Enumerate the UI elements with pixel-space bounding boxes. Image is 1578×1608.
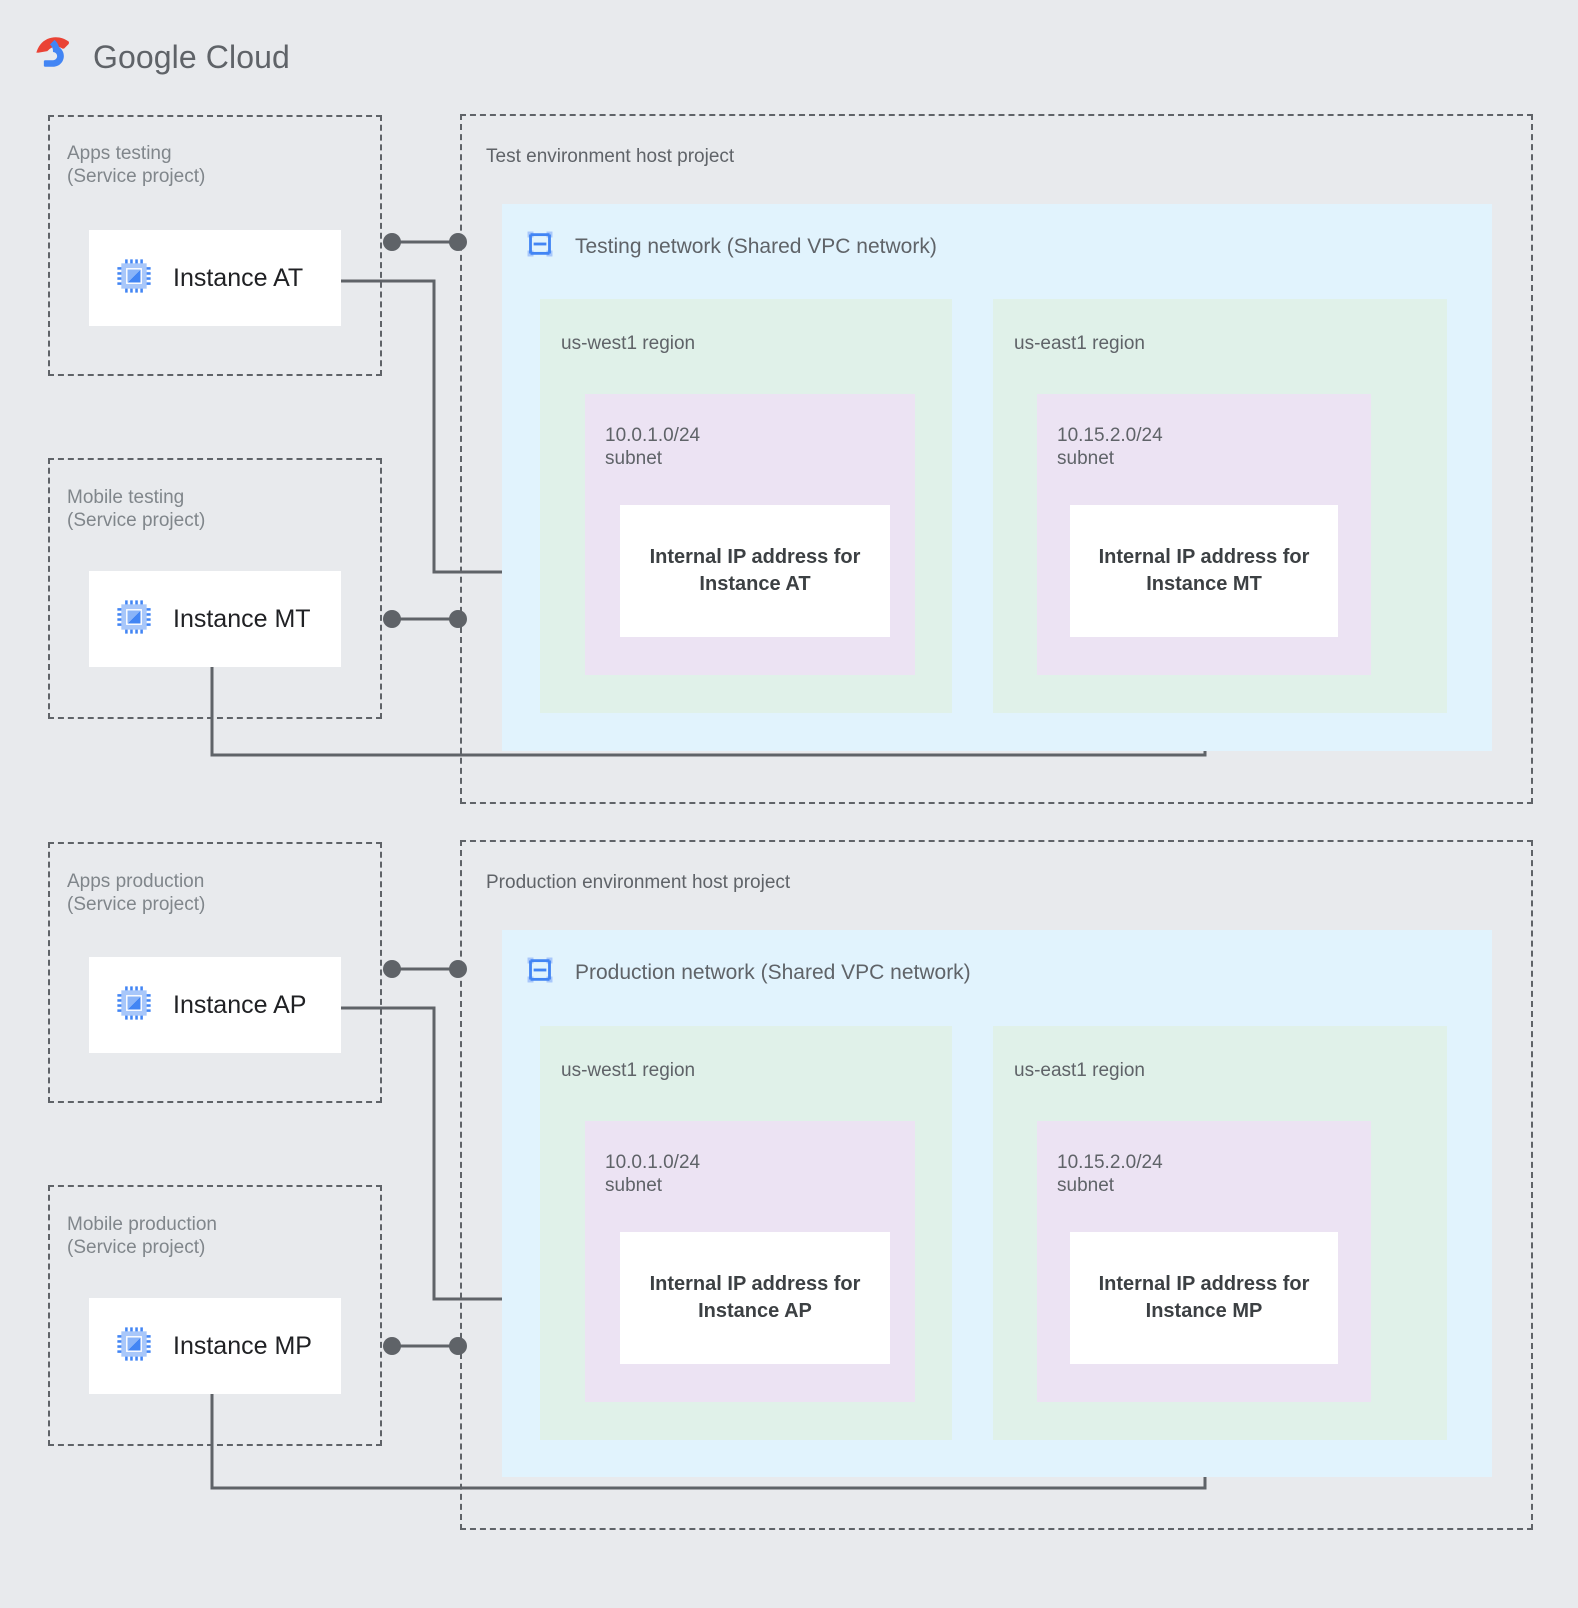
service-project-mobile-production-label: Mobile production (Service project) [67, 1214, 217, 1258]
host-project-test-label: Test environment host project [486, 146, 735, 167]
service-project-mobile-production[interactable] [48, 1185, 382, 1446]
ip-card-instance-ap-text: Internal IP address for Instance AP [649, 1273, 861, 1322]
link-dot-apps-testing-left [383, 233, 401, 251]
compute-instance-icon [115, 598, 153, 641]
vpc-network-icon [523, 227, 557, 266]
host-project-production-label: Production environment host project [486, 872, 791, 893]
compute-instance-icon [115, 257, 153, 300]
google-cloud-logo-icon [33, 36, 79, 79]
subnet-test-us-east1-label: 10.15.2.0/24 subnet [1057, 425, 1163, 469]
region-production-us-east1-label: us-east1 region [1014, 1060, 1145, 1081]
compute-instance-icon [115, 984, 153, 1027]
link-dot-mobile-production-left [383, 1337, 401, 1355]
instance-label-mt: Instance MT [173, 604, 311, 633]
google-cloud-logo-text: Google Cloud [93, 39, 290, 76]
host-project-production[interactable] [460, 840, 1533, 1530]
service-project-apps-testing-label: Apps testing (Service project) [67, 143, 206, 187]
vpc-network-production-header: Production network (Shared VPC network) [523, 953, 971, 992]
vpc-network-icon [523, 953, 557, 992]
service-project-mobile-testing-label: Mobile testing (Service project) [67, 487, 206, 531]
ip-card-instance-at[interactable]: Internal IP address for Instance AT [620, 505, 890, 637]
instance-label-mp: Instance MP [173, 1331, 312, 1360]
instance-label-at: Instance AT [173, 263, 304, 292]
vpc-network-testing-label: Testing network (Shared VPC network) [575, 234, 937, 258]
brand-name-google: Google [93, 39, 197, 75]
brand-name-cloud: Cloud [205, 39, 290, 75]
service-project-apps-production-label: Apps production (Service project) [67, 871, 206, 915]
ip-card-instance-mp-text: Internal IP address for Instance MP [1098, 1273, 1310, 1322]
host-project-test[interactable] [460, 114, 1533, 804]
link-dot-mobile-testing-left [383, 610, 401, 628]
vpc-network-production-label: Production network (Shared VPC network) [575, 960, 971, 984]
region-test-us-east1-label: us-east1 region [1014, 333, 1145, 354]
instance-label-ap: Instance AP [173, 990, 307, 1019]
compute-instance-icon [115, 1325, 153, 1368]
subnet-test-us-west1-label: 10.0.1.0/24 subnet [605, 425, 701, 469]
ip-card-instance-at-text: Internal IP address for Instance AT [649, 546, 861, 595]
subnet-production-us-west1-label: 10.0.1.0/24 subnet [605, 1152, 701, 1196]
region-test-us-west1-label: us-west1 region [561, 333, 696, 354]
instance-card-mt[interactable]: Instance MT [89, 571, 341, 667]
ip-card-instance-mt[interactable]: Internal IP address for Instance MT [1070, 505, 1338, 637]
region-production-us-west1-label: us-west1 region [561, 1060, 696, 1081]
instance-card-ap[interactable]: Instance AP [89, 957, 341, 1053]
instance-card-at[interactable]: Instance AT [89, 230, 341, 326]
ip-card-instance-mt-text: Internal IP address for Instance MT [1098, 546, 1310, 595]
service-project-apps-testing[interactable] [48, 115, 382, 376]
service-project-mobile-testing[interactable] [48, 458, 382, 719]
google-cloud-logo: Google Cloud [33, 36, 290, 79]
vpc-network-testing-header: Testing network (Shared VPC network) [523, 227, 937, 266]
link-dot-apps-production-left [383, 960, 401, 978]
service-project-apps-production[interactable] [48, 842, 382, 1103]
ip-card-instance-ap[interactable]: Internal IP address for Instance AP [620, 1232, 890, 1364]
subnet-production-us-east1-label: 10.15.2.0/24 subnet [1057, 1152, 1163, 1196]
ip-card-instance-mp[interactable]: Internal IP address for Instance MP [1070, 1232, 1338, 1364]
instance-card-mp[interactable]: Instance MP [89, 1298, 341, 1394]
